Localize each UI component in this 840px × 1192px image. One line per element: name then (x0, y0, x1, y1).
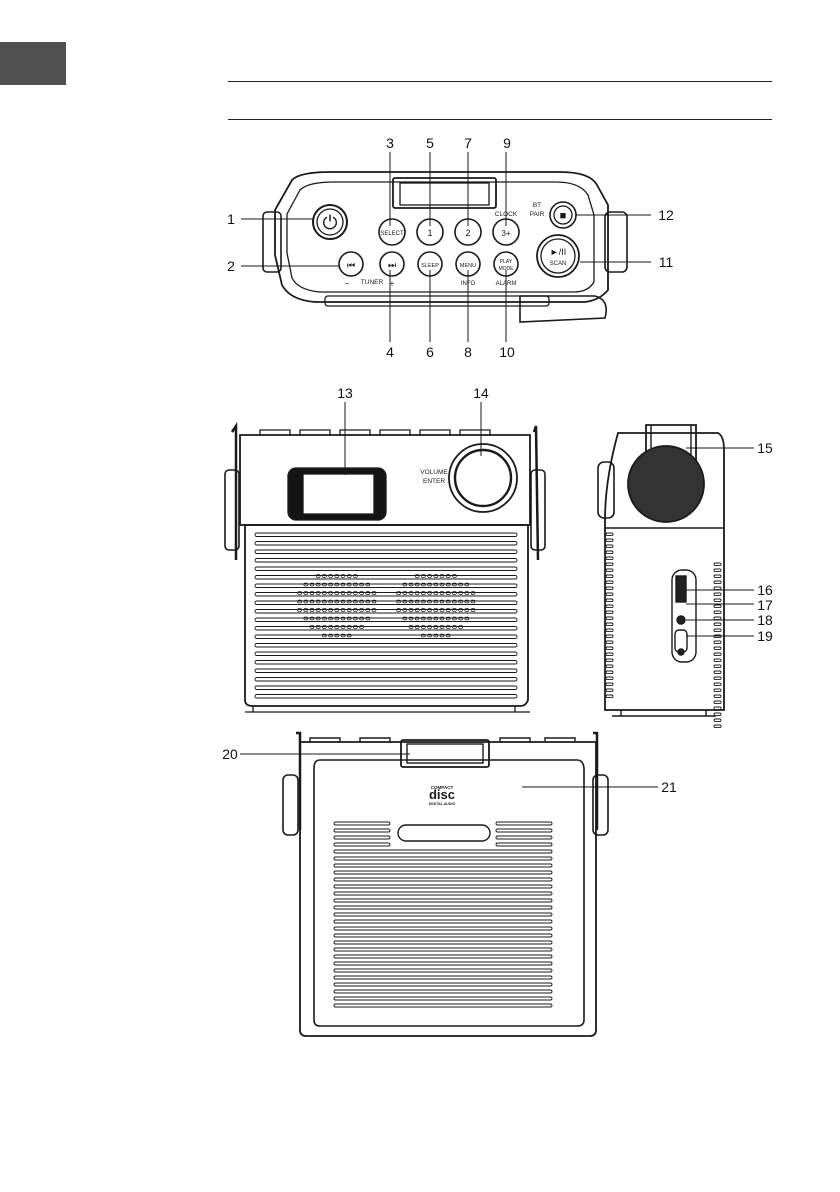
callout-21: 21 (661, 779, 677, 795)
preset1-label: 1 (427, 228, 432, 238)
callout-5: 5 (426, 135, 434, 151)
enter-label: ENTER (423, 478, 445, 485)
callout-11: 11 (659, 254, 674, 270)
top-view (241, 152, 651, 342)
callout-10: 10 (499, 344, 515, 360)
clock-label: CLOCK (495, 211, 518, 218)
top-view-labels: ⏻ SELECT 1 2 3+ CLOCK BT PAIR ■ ►/II SCA… (322, 202, 566, 288)
callout-6: 6 (426, 344, 434, 360)
play-pause-label: ►/II (550, 247, 566, 257)
callout-9: 9 (503, 135, 511, 151)
callout-18: 18 (757, 612, 773, 628)
callout-12: 12 (658, 207, 674, 223)
callout-17: 17 (757, 597, 773, 613)
volume-label: VOLUME (420, 469, 448, 476)
callout-7: 7 (464, 135, 472, 151)
callout-8: 8 (464, 344, 472, 360)
front-labels: VOLUME ENTER (420, 469, 448, 485)
menu-label: MENU (460, 263, 476, 269)
sleep-label: SLEEP (421, 263, 439, 269)
callout-14: 14 (473, 385, 489, 401)
tuner-label: TUNER (361, 279, 384, 286)
prev-icon: ⏮ (347, 260, 355, 270)
side-vents (606, 533, 721, 728)
play-label: PLAY (500, 259, 513, 265)
bt-label: BT (533, 202, 541, 209)
callout-13: 13 (337, 385, 353, 401)
callout-4: 4 (386, 344, 394, 360)
mode-label: MODE (499, 266, 515, 272)
cd-logo-disc: disc (429, 787, 455, 802)
preset2-label: 2 (465, 228, 470, 238)
select-button-label: SELECT (380, 231, 404, 237)
scan-label: SCAN (550, 261, 567, 267)
next-icon: ⏭ (388, 260, 396, 270)
power-icon: ⏻ (322, 213, 337, 234)
stop-icon: ■ (560, 210, 567, 222)
back-view (283, 733, 608, 1036)
front-leaders (345, 402, 481, 475)
pair-label: PAIR (530, 211, 545, 218)
minus-label: − (345, 279, 350, 288)
callout-15: 15 (757, 440, 773, 456)
preset3-label: 3+ (501, 229, 510, 238)
front-grille (255, 533, 517, 698)
back-grille (334, 822, 552, 1007)
plus-label: + (390, 279, 395, 288)
callout-2: 2 (227, 258, 235, 274)
callout-3: 3 (386, 135, 394, 151)
callout-20: 20 (222, 746, 238, 762)
callout-1: 1 (227, 211, 235, 227)
cd-logo-digital-audio: DIGITAL AUDIO (429, 802, 456, 806)
info-label: INFO (461, 281, 476, 287)
callout-19: 19 (757, 628, 773, 644)
alarm-label: ALARM (496, 281, 517, 287)
side-view (598, 425, 724, 716)
callout-16: 16 (757, 582, 773, 598)
cd-logo: COMPACT disc DIGITAL AUDIO (429, 785, 456, 806)
